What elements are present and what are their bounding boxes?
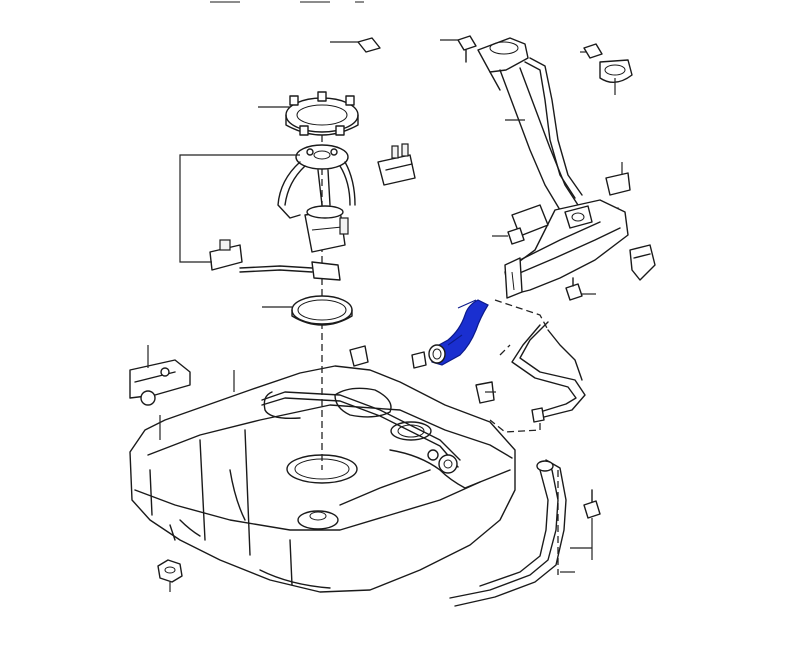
callout-leaders bbox=[159, 119, 525, 440]
bolt-top-center bbox=[440, 35, 477, 63]
fuel-lines bbox=[449, 459, 575, 607]
bolt-pipe-clip bbox=[531, 407, 545, 423]
fuel-pump-sender-unit bbox=[179, 144, 356, 281]
bolt-top-left bbox=[330, 37, 381, 53]
tank-seal-ring bbox=[262, 295, 353, 326]
vent-hose-highlighted bbox=[428, 299, 489, 366]
bolt-mid-right bbox=[565, 277, 596, 301]
filler-neck-pipe bbox=[477, 37, 629, 419]
hose-clips bbox=[349, 59, 656, 404]
bolt-lower-right bbox=[570, 489, 601, 560]
bolt-mid-left bbox=[492, 227, 525, 245]
fuel-pump-locking-ring bbox=[258, 91, 359, 136]
nut bbox=[157, 559, 183, 592]
fixing-bolts bbox=[330, 35, 603, 560]
heat-shield-bracket bbox=[129, 345, 191, 406]
wiring-bracket bbox=[377, 143, 416, 186]
bolt-filler-right bbox=[580, 43, 603, 59]
